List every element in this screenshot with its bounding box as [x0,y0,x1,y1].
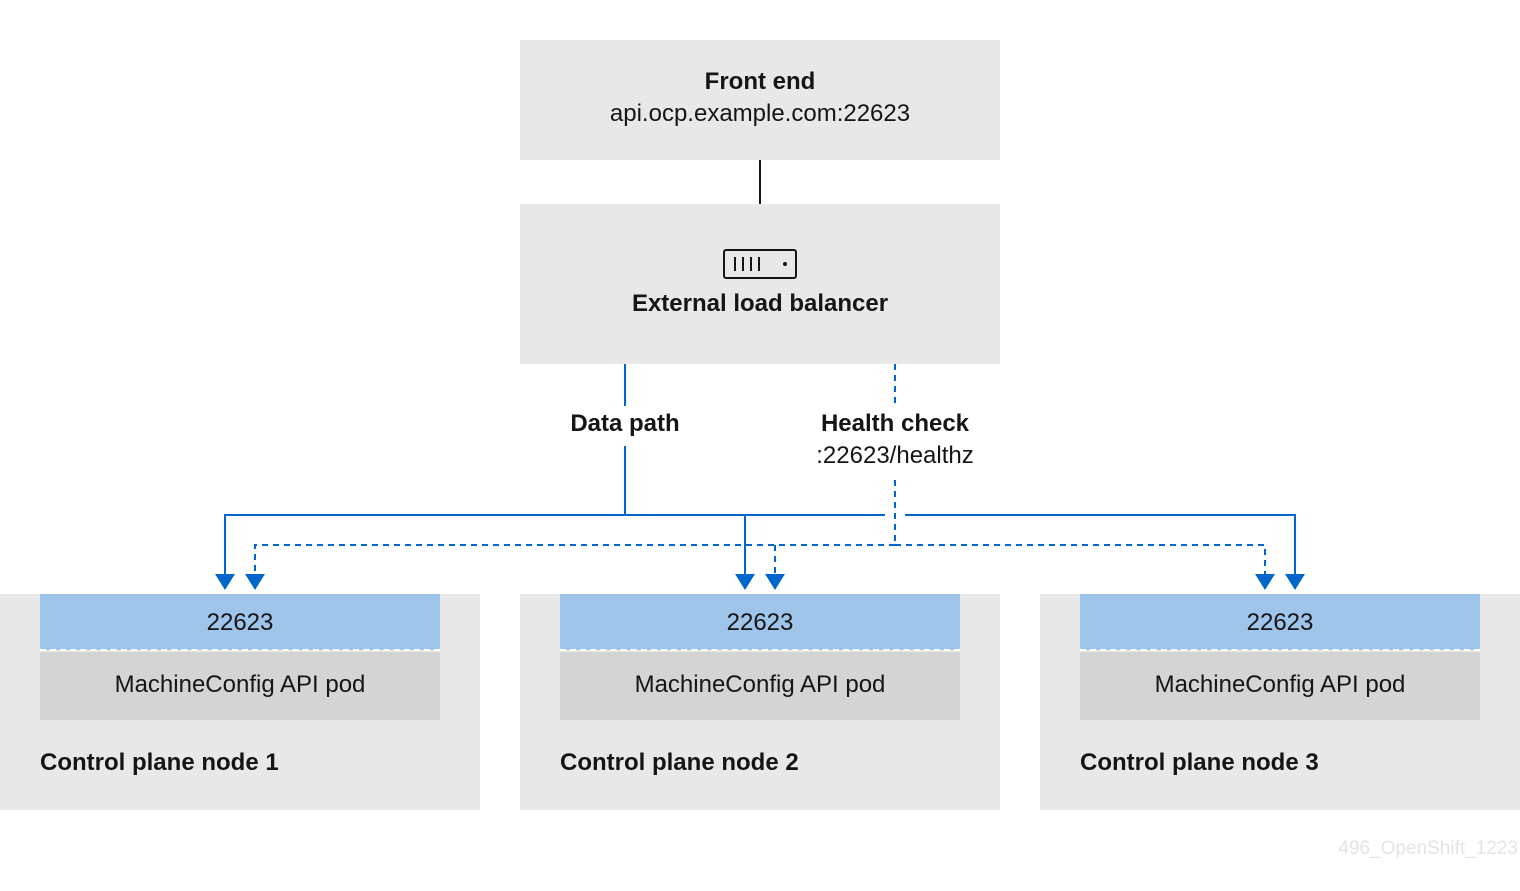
control-plane-node-1: 22623 MachineConfig API pod Control plan… [0,594,480,810]
data-path-line [224,514,625,577]
frontend-title: Front end [704,68,816,95]
data-path-line [905,514,1296,577]
data-path-arrow-3 [1285,574,1305,590]
port-label: 22623 [1246,609,1314,636]
health-check-path: :22623/healthz [816,442,974,469]
health-check-arrow-1 [245,574,265,590]
pod-box: MachineConfig API pod [40,652,440,720]
pod-label: MachineConfig API pod [114,671,366,698]
pod-label: MachineConfig API pod [634,671,886,698]
port-divider [1080,649,1480,651]
port-divider [560,649,960,651]
node-label: Control plane node 3 [1080,749,1319,776]
control-plane-node-2: 22623 MachineConfig API pod Control plan… [520,594,1000,810]
health-check-line [895,544,1266,577]
frontend-host: api.ocp.example.com:22623 [609,100,911,127]
data-path-arrow-2 [735,574,755,590]
port-label: 22623 [726,609,794,636]
node-label: Control plane node 2 [560,749,799,776]
load-balancer-title: External load balancer [631,290,889,317]
load-balancer-box: External load balancer [520,204,1000,364]
health-check-line [254,544,895,577]
health-check-arrow-2 [765,574,785,590]
port-box: 22623 [1080,594,1480,650]
port-label: 22623 [206,609,274,636]
health-check-arrow-3 [1255,574,1275,590]
pod-box: MachineConfig API pod [1080,652,1480,720]
watermark: 496_OpenShift_1223 [1338,838,1518,859]
pod-box: MachineConfig API pod [560,652,960,720]
port-box: 22623 [40,594,440,650]
health-check-label: Health check [820,410,970,437]
data-path-label: Data path [570,410,680,437]
frontend-box: Front end api.ocp.example.com:22623 [520,40,1000,160]
node-label: Control plane node 1 [40,749,279,776]
port-divider [40,649,440,651]
control-plane-node-3: 22623 MachineConfig API pod Control plan… [1040,594,1520,810]
port-box: 22623 [560,594,960,650]
pod-label: MachineConfig API pod [1154,671,1406,698]
data-path-arrow-1 [215,574,235,590]
load-balancer-icon [723,249,797,279]
